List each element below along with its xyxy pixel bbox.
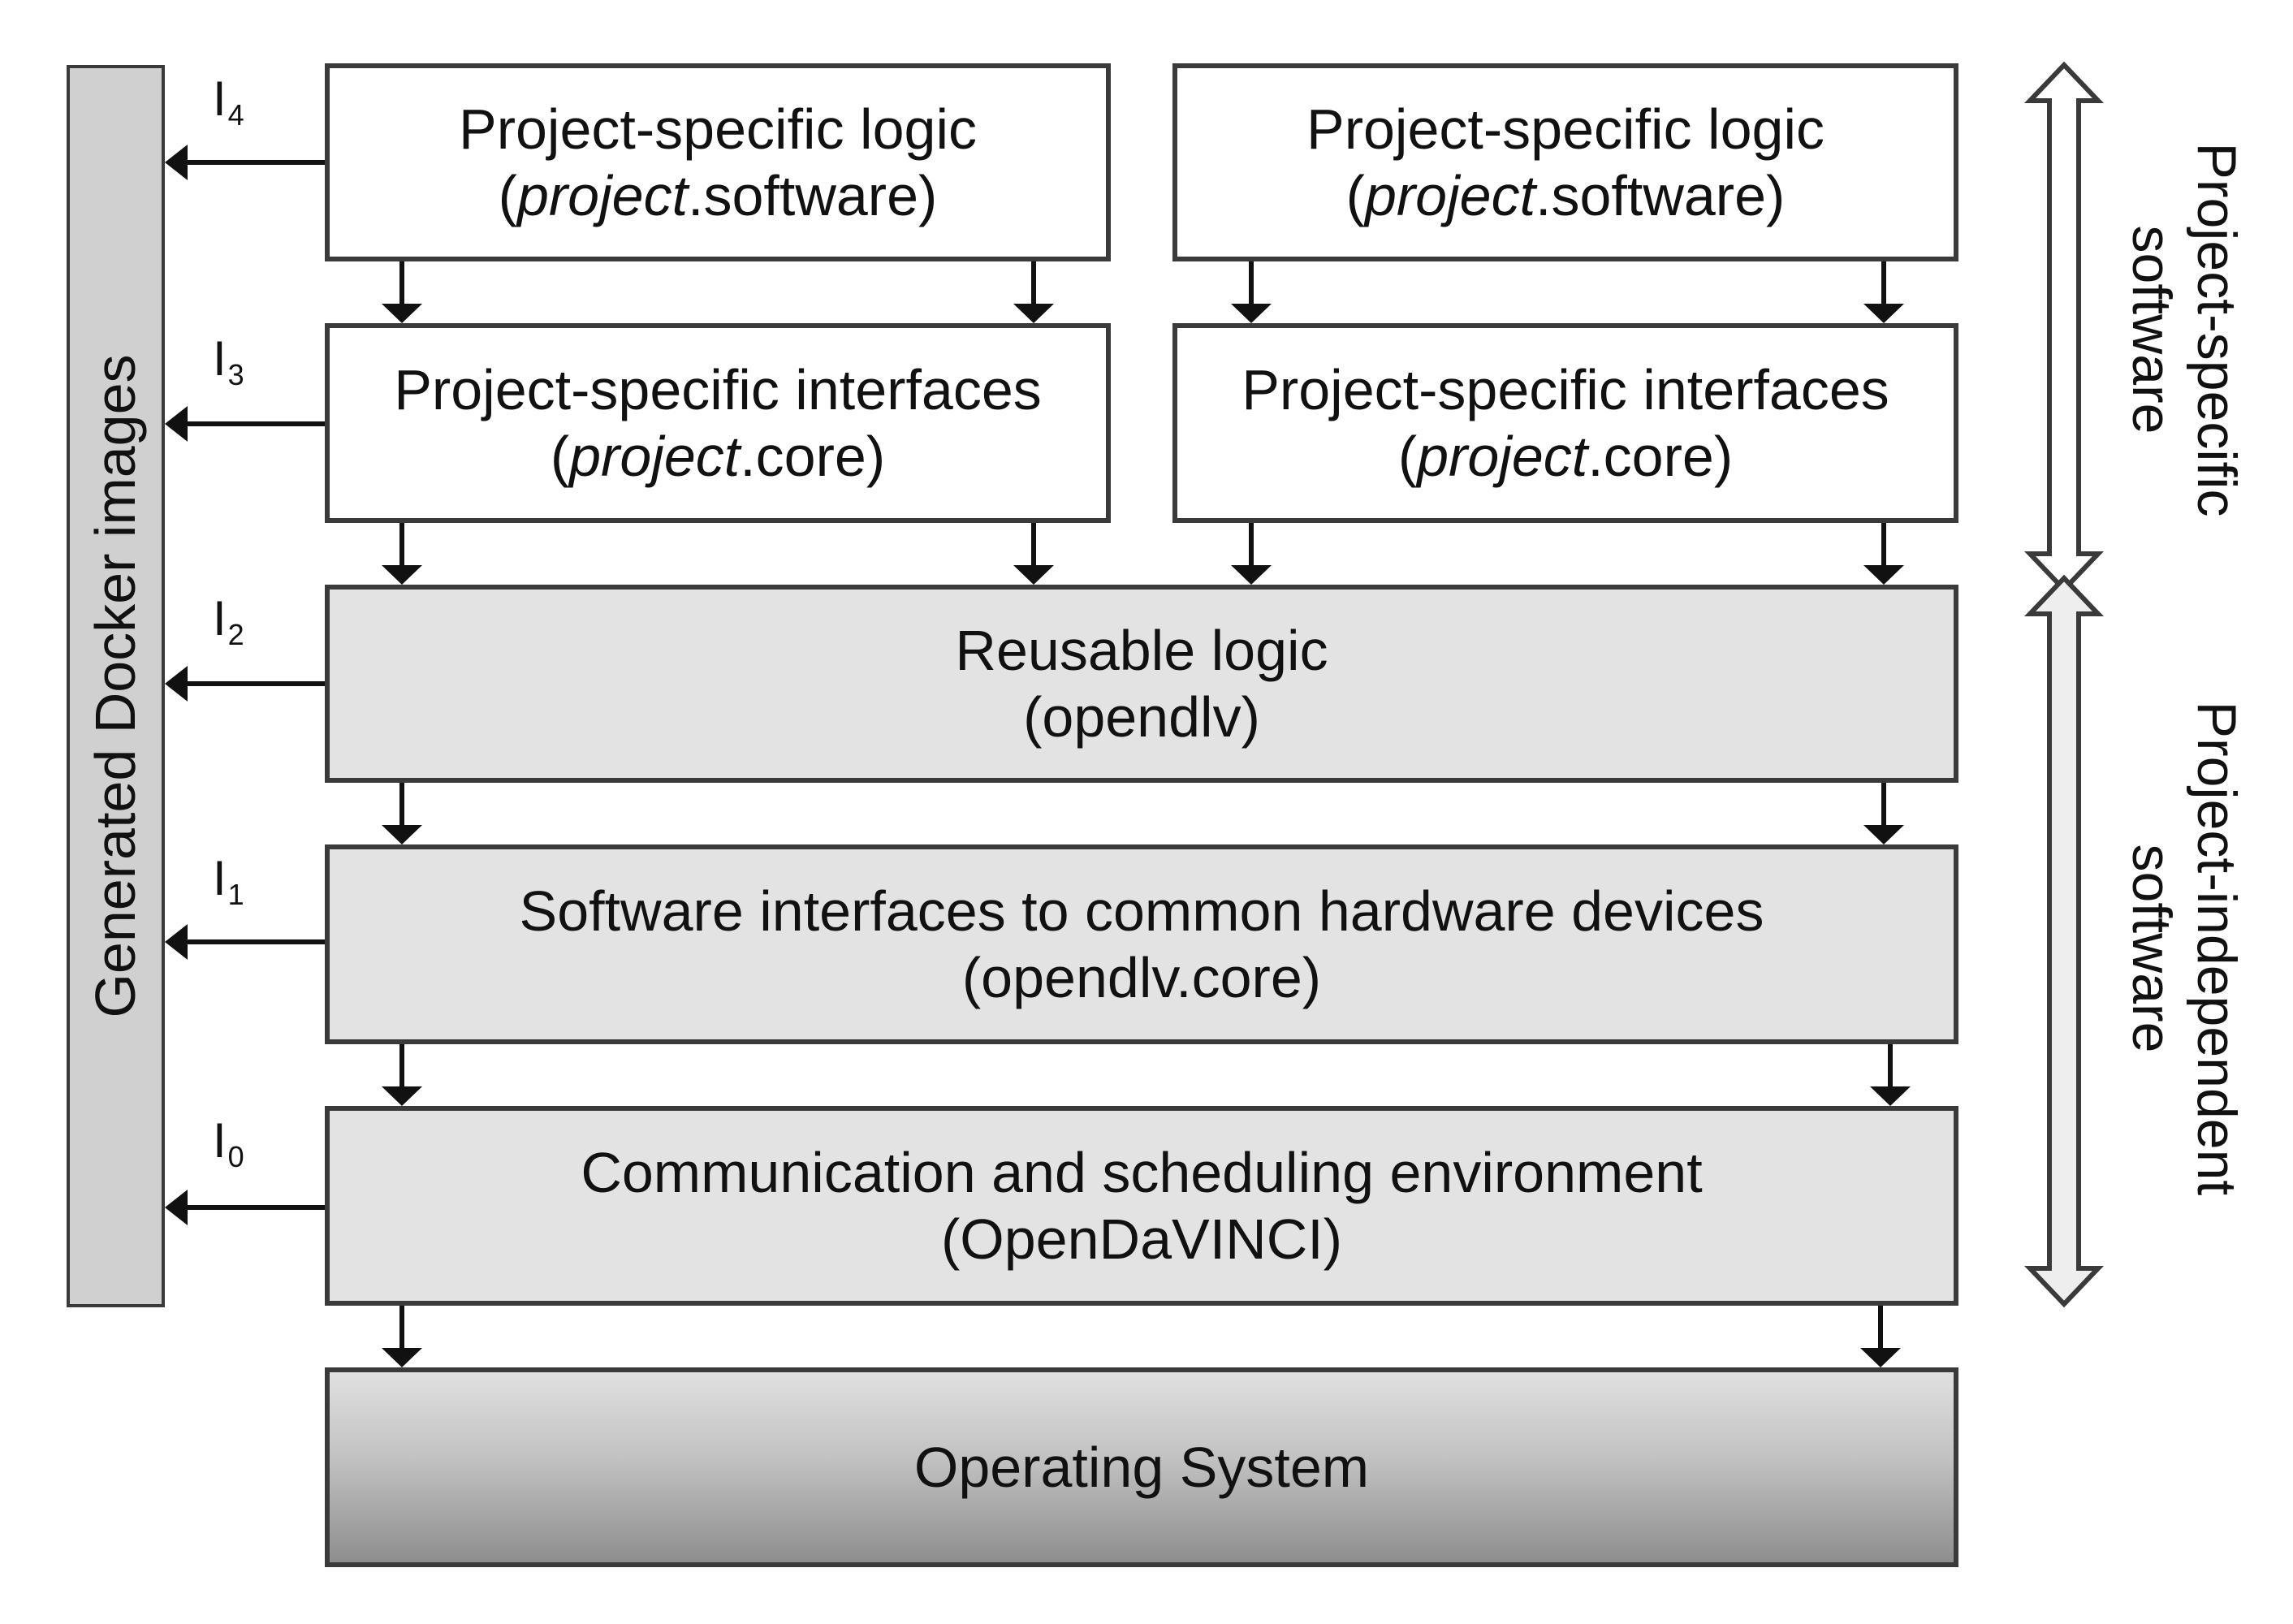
box-subtitle: (OpenDaVINCI) <box>940 1207 1343 1271</box>
down-arrows <box>382 261 1911 1367</box>
project-logic-box-right: Project-specific logic (project.software… <box>1172 63 1958 261</box>
box-title: Project-specific logic <box>1306 97 1824 161</box>
side-label-line2: software <box>2121 844 2183 1053</box>
down-arrow-head <box>1860 1348 1901 1367</box>
interface-letter: I <box>213 851 227 905</box>
project-logic-box-left: Project-specific logic (project.software… <box>325 63 1111 261</box>
left-arrows <box>165 145 325 1225</box>
box-title: Project-specific interfaces <box>394 358 1042 421</box>
interface-index: 1 <box>227 878 244 911</box>
docker-images-column <box>67 65 165 1307</box>
side-label-line1: Project-independent <box>2186 701 2248 1196</box>
docker-images-label: Generated Docker images <box>84 354 147 1018</box>
box-title: Reusable logic <box>955 619 1328 682</box>
left-arrow-head <box>165 1190 188 1225</box>
project-specific-label: Project-specific software <box>2119 142 2249 516</box>
box-title: Communication and scheduling environment <box>581 1141 1703 1204</box>
project-specific-double-arrow <box>2023 61 2105 594</box>
box-subtitle: (project.core) <box>550 425 886 488</box>
box-subtitle: (project.software) <box>1345 164 1786 227</box>
interface-letter: I <box>213 331 227 386</box>
project-interfaces-box-left: Project-specific interfaces (project.cor… <box>325 323 1111 523</box>
down-arrow-head <box>382 304 422 323</box>
project-interfaces-box-right: Project-specific interfaces (project.cor… <box>1172 323 1958 523</box>
box-title: Project-specific logic <box>459 97 977 161</box>
interface-index: 4 <box>227 98 244 132</box>
down-arrow-head <box>1013 565 1054 585</box>
interface-label-i1: I1 <box>213 851 244 912</box>
scope-brackets <box>2023 61 2105 1308</box>
interface-label-i3: I3 <box>213 335 244 392</box>
interface-letter: I <box>213 1113 227 1168</box>
box-subtitle: (project.software) <box>498 164 938 227</box>
interface-label-i4: I4 <box>213 75 244 132</box>
interface-index: 2 <box>227 618 244 651</box>
down-arrow-head <box>1863 565 1904 585</box>
left-arrow-head <box>165 924 188 960</box>
interface-letter: I <box>213 591 227 646</box>
left-arrow-head <box>165 406 188 442</box>
reusable-logic-box: Reusable logic (opendlv) <box>325 585 1958 783</box>
operating-system-box: Operating System <box>325 1367 1958 1567</box>
project-independent-label: Project-independent software <box>2119 702 2249 1196</box>
down-arrow-head <box>1013 304 1054 323</box>
down-arrow-head <box>382 1086 422 1106</box>
interface-letter: I <box>213 71 227 126</box>
down-arrow-head <box>1863 304 1904 323</box>
side-label-line2: software <box>2121 225 2183 434</box>
box-subtitle: (project.core) <box>1397 425 1734 488</box>
box-title: Project-specific interfaces <box>1242 358 1889 421</box>
down-arrow-head <box>1870 1086 1911 1106</box>
down-arrow-head <box>382 565 422 585</box>
hardware-interfaces-box: Software interfaces to common hardware d… <box>325 844 1958 1044</box>
left-arrow-head <box>165 666 188 702</box>
interface-index: 3 <box>227 358 244 391</box>
down-arrow-head <box>382 1348 422 1367</box>
box-subtitle: (opendlv) <box>1023 685 1260 749</box>
box-title: Operating System <box>913 1436 1370 1499</box>
down-arrow-head <box>1231 565 1272 585</box>
down-arrow-head <box>1863 825 1904 844</box>
box-subtitle: (opendlv.core) <box>961 946 1322 1009</box>
down-arrow-head <box>1231 304 1272 323</box>
interface-label-i0: I0 <box>213 1113 244 1174</box>
project-independent-double-arrow <box>2023 574 2105 1308</box>
down-arrow-head <box>382 825 422 844</box>
interface-label-i2: I2 <box>213 591 244 652</box>
side-label-line1: Project-specific <box>2186 142 2248 517</box>
communication-scheduling-box: Communication and scheduling environment… <box>325 1106 1958 1306</box>
interface-index: 0 <box>227 1140 244 1173</box>
box-title: Software interfaces to common hardware d… <box>519 879 1764 943</box>
left-arrow-head <box>165 145 188 180</box>
